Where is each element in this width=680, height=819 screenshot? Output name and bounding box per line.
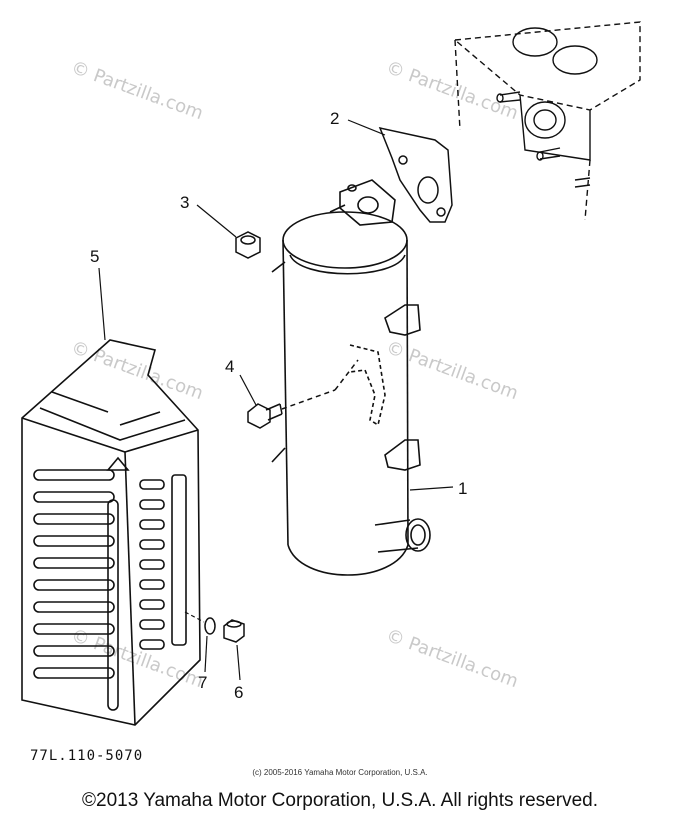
- watermark-3: © Partzilla.com: [68, 337, 206, 404]
- gasket-part-2: [378, 126, 453, 223]
- callout-3: 3: [180, 193, 189, 212]
- watermark-1: © Partzilla.com: [68, 57, 206, 124]
- muffler-part-1: [271, 179, 431, 576]
- watermarks: © Partzilla.com © Partzilla.com © Partzi…: [68, 57, 521, 692]
- heat-shield-front-slots: [33, 469, 115, 679]
- small-copyright: (c) 2005-2016 Yamaha Motor Corporation, …: [252, 768, 428, 777]
- diagram-part-number: 77L.110-5070: [30, 748, 144, 764]
- footer-copyright: ©2013 Yamaha Motor Corporation, U.S.A. A…: [82, 790, 598, 811]
- nut-part-3: [235, 231, 261, 259]
- callout-1: 1: [458, 479, 467, 498]
- watermark-2: © Partzilla.com: [383, 57, 521, 124]
- washer-guide-line: [184, 611, 205, 623]
- callout-2: 2: [330, 109, 339, 128]
- callout-6: 6: [234, 683, 243, 702]
- heat-shield-side-slots: [139, 479, 165, 650]
- callout-4: 4: [225, 357, 234, 376]
- callout-7: 7: [198, 673, 207, 692]
- engine-block-outline: [453, 21, 641, 221]
- bolt-part-6: [223, 619, 245, 643]
- callout-5: 5: [90, 247, 99, 266]
- leader-lines: [98, 119, 454, 681]
- washer-part-7: [204, 617, 216, 635]
- bolt-part-4: [247, 359, 359, 429]
- watermark-4: © Partzilla.com: [383, 337, 521, 404]
- watermark-6: © Partzilla.com: [383, 625, 521, 692]
- heat-shield-part-5: [21, 339, 201, 726]
